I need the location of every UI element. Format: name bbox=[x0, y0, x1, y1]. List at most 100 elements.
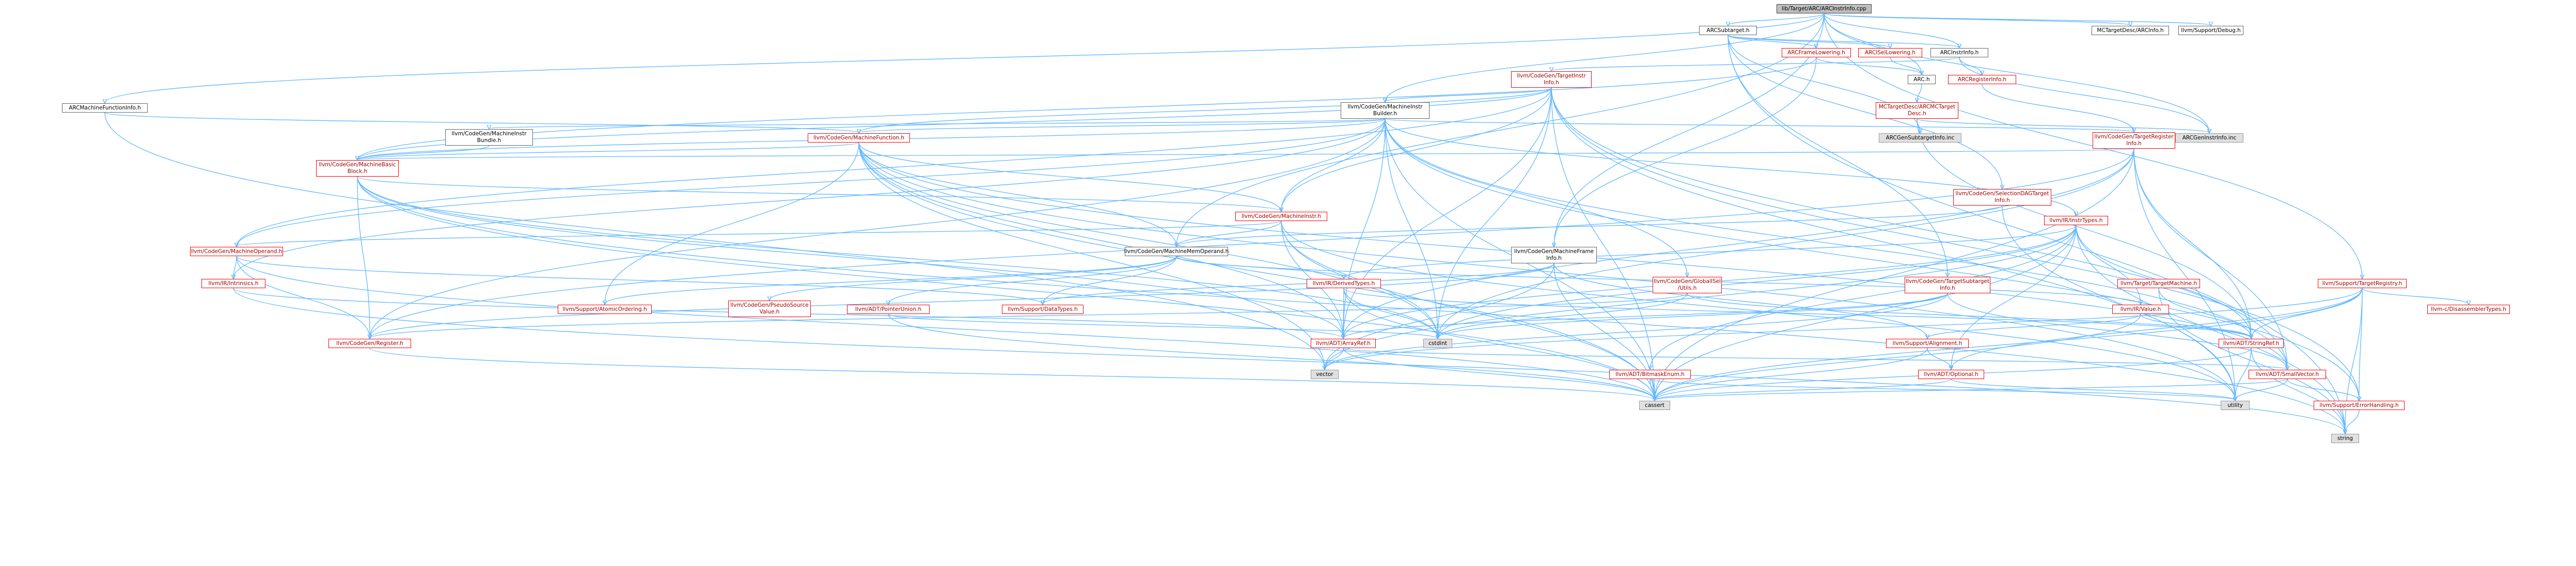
arc-subtarget-node[interactable]: ARCSubtarget.h bbox=[1699, 26, 1757, 35]
edge-target-instr-info-node-to-utility-node bbox=[1551, 87, 2235, 400]
edge-arc-register-info-node-to-target-register-info-node bbox=[1982, 84, 2134, 132]
pseudo-source-value-node[interactable]: llvm/CodeGen/PseudoSource Value.h bbox=[728, 301, 811, 317]
edge-pointer-union-node-to-cstdint-node bbox=[888, 313, 1438, 338]
edge-ir-value-node-to-support-alignment-node bbox=[1927, 313, 2141, 338]
mc-target-desc-arc-node[interactable]: MCTargetDesc/ARCMCTarget Desc.h bbox=[1876, 102, 1958, 119]
vector-node[interactable]: vector bbox=[1311, 370, 1339, 379]
globalisel-utils-node[interactable]: llvm/CodeGen/GlobalISel /Utils.h bbox=[1653, 277, 1722, 293]
edge-machine-instr-builder-node-to-machine-instr-bundle-node bbox=[489, 118, 1386, 129]
edge-arc-subtarget-node-to-target-subtarget-info-node bbox=[1727, 35, 1947, 276]
edge-target-register-info-node-to-utility-node bbox=[2133, 148, 2235, 400]
edge-arc-machine-function-info-node-to-vector-node bbox=[104, 112, 1325, 369]
edge-machine-instr-builder-node-to-machine-function-node bbox=[859, 118, 1386, 133]
edge-target-register-info-node-to-adt-string-ref-node bbox=[2133, 148, 2251, 338]
edge-selection-dag-target-info-node-to-utility-node bbox=[2002, 205, 2235, 400]
utility-node[interactable]: utility bbox=[2221, 401, 2250, 410]
edge-ir-derived-types-node-to-adt-array-ref-node bbox=[1343, 288, 1344, 338]
arc-machine-function-info-node[interactable]: ARCMachineFunctionInfo.h bbox=[62, 103, 148, 113]
selection-dag-target-info-node[interactable]: llvm/CodeGen/SelectionDAGTarget Info.h bbox=[1953, 189, 2051, 206]
edge-support-target-registry-node-to-cassert-node bbox=[1655, 288, 2363, 400]
edge-machine-operand-node-to-data-types-node bbox=[236, 256, 1043, 304]
edge-machine-instr-node-to-cassert-node bbox=[1281, 221, 1655, 400]
arc-instr-info-node[interactable]: ARCInstrInfo.h bbox=[1930, 48, 1988, 57]
edge-machine-function-node-to-cstdint-node bbox=[858, 142, 1438, 338]
support-alignment-node[interactable]: llvm/Support/Alignment.h bbox=[1886, 339, 1969, 348]
support-target-registry-node[interactable]: llvm/Support/TargetRegistry.h bbox=[2318, 279, 2407, 288]
arc-h-node[interactable]: ARC.h bbox=[1908, 75, 1936, 84]
arc-gen-instr-info-node[interactable]: ARCGenInstrInfo.inc bbox=[2175, 133, 2243, 143]
adt-string-ref-node[interactable]: llvm/ADT/StringRef.h bbox=[2219, 339, 2284, 348]
edge-globalisel-utils-node-to-adt-string-ref-node bbox=[1687, 293, 2251, 338]
bitmask-enum-node[interactable]: llvm/ADT/BitmaskEnum.h bbox=[1609, 370, 1691, 379]
arc-register-info-node[interactable]: ARCRegisterInfo.h bbox=[1948, 75, 2016, 84]
edge-target-register-info-node-to-machine-basic-block-node bbox=[357, 148, 2134, 160]
edge-root-file-node-to-arc-gen-instr-info-node bbox=[1824, 13, 2209, 133]
edge-root-file-node-to-arc-h-node bbox=[1824, 13, 1922, 74]
mc-target-desc-arc-info-node[interactable]: MCTargetDesc/ARCInfo.h bbox=[2092, 26, 2169, 35]
edge-ir-instr-types-node-to-ir-value-node bbox=[2076, 225, 2141, 304]
edge-arc-subtarget-node-to-arc-frame-lowering-node bbox=[1727, 35, 1816, 48]
adt-small-vector-node[interactable]: llvm/ADT/SmallVector.h bbox=[2249, 370, 2326, 379]
machine-mem-operand-node[interactable]: llvm/CodeGen/MachineMemOperand.h bbox=[1124, 247, 1229, 256]
edge-arc-h-node-to-mc-target-desc-arc-node bbox=[1917, 84, 1922, 102]
edge-machine-instr-builder-node-to-target-register-info-node bbox=[1385, 118, 2134, 132]
target-instr-info-node[interactable]: llvm/CodeGen/TargetInstr Info.h bbox=[1511, 71, 1592, 88]
adt-array-ref-node[interactable]: llvm/ADT/ArrayRef.h bbox=[1311, 339, 1376, 348]
cstdint-node[interactable]: cstdint bbox=[1423, 339, 1452, 348]
target-machine-node[interactable]: llvm/Target/TargetMachine.h bbox=[2117, 279, 2200, 288]
edge-arc-subtarget-node-to-selection-dag-target-info-node bbox=[1727, 35, 2002, 188]
edge-root-file-node-to-machine-mem-operand-node bbox=[1176, 13, 1825, 246]
edge-ir-instr-types-node-to-cassert-node bbox=[1655, 225, 2077, 400]
edge-target-instr-info-node-to-adt-small-vector-node bbox=[1551, 87, 2287, 369]
disassembler-types-node[interactable]: llvm-c/DisassemblerTypes.h bbox=[2427, 305, 2510, 314]
support-debug-node[interactable]: llvm/Support/Debug.h bbox=[2178, 26, 2243, 35]
arc-isel-lowering-node[interactable]: ARCISelLowering.h bbox=[1858, 48, 1922, 57]
edge-target-instr-info-node-to-machine-function-node bbox=[859, 87, 1552, 133]
machine-instr-bundle-node[interactable]: llvm/CodeGen/MachineInstr Bundle.h bbox=[445, 129, 533, 146]
ir-intrinsics-node[interactable]: llvm/IR/Intrinsics.h bbox=[201, 279, 265, 288]
machine-operand-node[interactable]: llvm/CodeGen/MachineOperand.h bbox=[190, 247, 283, 256]
edge-ir-value-node-to-adt-string-ref-node bbox=[2140, 313, 2251, 338]
edge-machine-frame-info-node-to-vector-node bbox=[1325, 263, 1554, 369]
edge-target-subtarget-info-node-to-cstdint-node bbox=[1438, 293, 1948, 338]
data-types-node[interactable]: llvm/Support/DataTypes.h bbox=[1002, 305, 1083, 314]
ir-instr-types-node[interactable]: llvm/IR/InstrTypes.h bbox=[2044, 216, 2108, 225]
edge-adt-small-vector-node-to-support-error-handling-node bbox=[2287, 379, 2359, 400]
edge-support-target-registry-node-to-adt-optional-node bbox=[1951, 288, 2363, 369]
edge-ir-instr-types-node-to-cstdint-node bbox=[1438, 225, 2077, 338]
ir-value-node[interactable]: llvm/IR/Value.h bbox=[2112, 305, 2169, 314]
machine-instr-node[interactable]: llvm/CodeGen/MachineInstr.h bbox=[1235, 212, 1327, 221]
edge-ir-instr-types-node-to-string-node bbox=[2076, 225, 2345, 433]
arc-gen-subtarget-info-node[interactable]: ARCGenSubtargetInfo.inc bbox=[1879, 133, 1961, 143]
machine-frame-info-node[interactable]: llvm/CodeGen/MachineFrame Info.h bbox=[1511, 247, 1597, 263]
arc-frame-lowering-node[interactable]: ARCFrameLowering.h bbox=[1782, 48, 1851, 57]
edge-support-target-registry-node-to-adt-string-ref-node bbox=[2251, 288, 2363, 338]
edge-machine-mem-operand-node-to-pseudo-source-value-node bbox=[769, 256, 1177, 300]
machine-function-node[interactable]: llvm/CodeGen/MachineFunction.h bbox=[808, 133, 910, 143]
edge-machine-basic-block-node-to-codegen-register-node bbox=[357, 176, 370, 338]
edge-root-file-node-to-machine-instr-builder-node bbox=[1385, 13, 1825, 102]
support-error-handling-node[interactable]: llvm/Support/ErrorHandling.h bbox=[2314, 401, 2405, 410]
edge-machine-frame-info-node-to-data-types-node bbox=[1043, 263, 1554, 304]
cassert-node[interactable]: cassert bbox=[1639, 401, 1670, 410]
edge-machine-mem-operand-node-to-pointer-union-node bbox=[888, 256, 1177, 304]
string-node[interactable]: string bbox=[2331, 434, 2359, 443]
ir-derived-types-node[interactable]: llvm/IR/DerivedTypes.h bbox=[1307, 279, 1381, 288]
target-subtarget-info-node[interactable]: llvm/CodeGen/TargetSubtarget Info.h bbox=[1905, 277, 1990, 293]
edge-machine-function-node-to-vector-node bbox=[858, 142, 1325, 369]
atomic-ordering-node[interactable]: llvm/Support/AtomicOrdering.h bbox=[558, 305, 652, 314]
codegen-register-node[interactable]: llvm/CodeGen/Register.h bbox=[328, 339, 411, 348]
edge-adt-string-ref-node-to-utility-node bbox=[2235, 348, 2252, 400]
edge-adt-array-ref-node-to-cassert-node bbox=[1343, 348, 1655, 400]
edge-machine-instr-node-to-utility-node bbox=[1281, 221, 2235, 400]
edge-arc-isel-lowering-node-to-arc-h-node bbox=[1890, 57, 1922, 74]
target-register-info-node[interactable]: llvm/CodeGen/TargetRegister Info.h bbox=[2093, 132, 2175, 149]
root-file-node[interactable]: lib/Target/ARC/ARCInstrInfo.cpp bbox=[1777, 4, 1872, 13]
machine-basic-block-node[interactable]: llvm/CodeGen/MachineBasic Block.h bbox=[316, 160, 399, 177]
pointer-union-node[interactable]: llvm/ADT/PointerUnion.h bbox=[847, 305, 930, 314]
edge-target-subtarget-info-node-to-adt-small-vector-node bbox=[1947, 293, 2287, 369]
edge-target-instr-info-node-to-cstdint-node bbox=[1438, 87, 1552, 338]
edge-target-instr-info-node-to-adt-array-ref-node bbox=[1343, 87, 1552, 338]
machine-instr-builder-node[interactable]: llvm/CodeGen/MachineInstr Builder.h bbox=[1341, 102, 1430, 119]
adt-optional-node[interactable]: llvm/ADT/Optional.h bbox=[1918, 370, 1984, 379]
